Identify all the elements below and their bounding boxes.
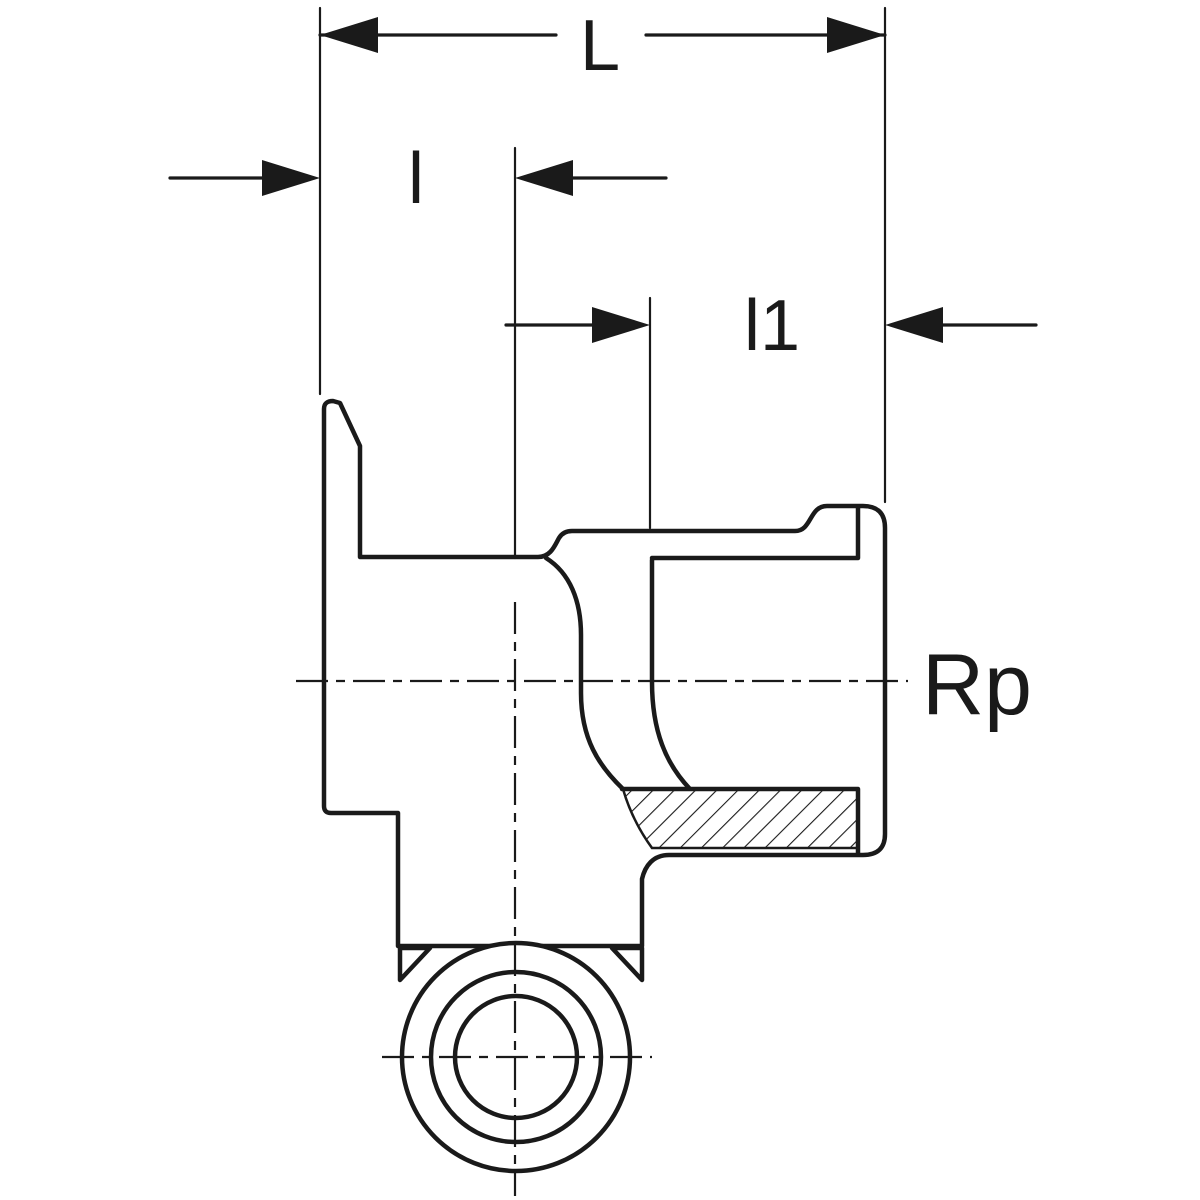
dimension-label-l: l [408, 139, 424, 219]
press-bead-left [397, 945, 433, 983]
extension-lines [318, 6, 887, 560]
dimension-l: l [168, 139, 668, 219]
fitting-outer-silhouette [321, 398, 888, 949]
dim-L-right-arrow-icon [827, 17, 885, 53]
dimension-label-l1: l1 [744, 286, 800, 366]
section-hatching [621, 787, 860, 850]
dim-l1-right-arrow-icon [885, 307, 943, 343]
press-bead-right [609, 945, 645, 983]
dim-l-left-arrow-icon [262, 160, 320, 196]
dim-l1-left-arrow-icon [592, 307, 650, 343]
centerlines [296, 602, 908, 1196]
thread-label-rp: Rp [922, 637, 1032, 733]
dimension-label-L: L [580, 6, 620, 86]
dim-L-left-arrow-icon [320, 17, 378, 53]
fitting-body [321, 398, 888, 1174]
dimension-L: L [318, 6, 887, 86]
dimension-l1: l1 [504, 286, 1038, 366]
dim-l-right-arrow-icon [515, 160, 573, 196]
